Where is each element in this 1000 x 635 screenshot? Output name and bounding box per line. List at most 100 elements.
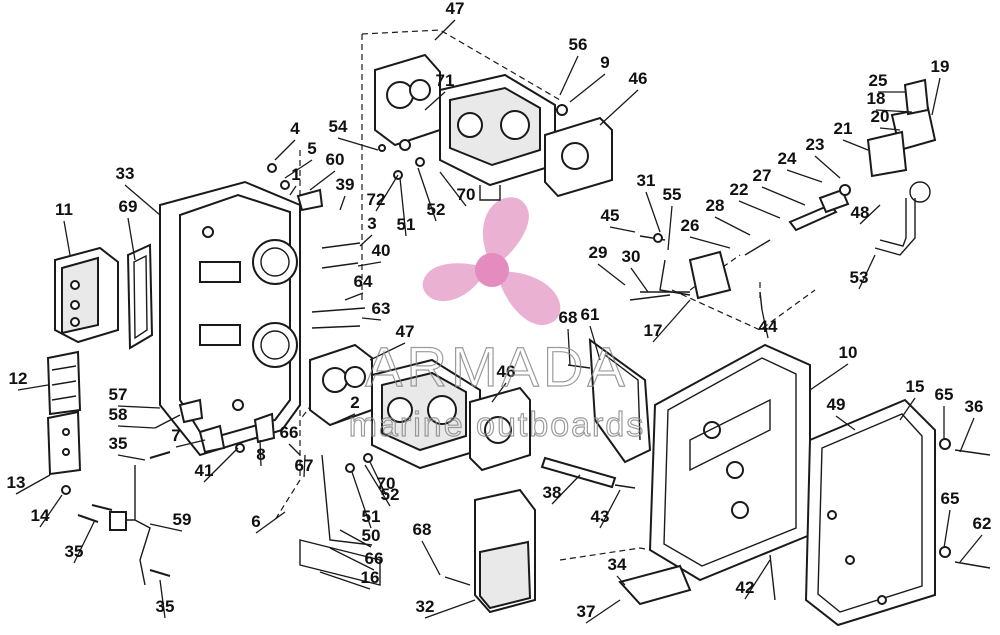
callout-leader bbox=[361, 317, 382, 321]
callout-leader bbox=[569, 73, 606, 103]
callout-leader bbox=[559, 55, 579, 96]
fuel-hose bbox=[874, 181, 931, 256]
part-callout-26: 26 bbox=[681, 216, 700, 235]
callout-leader bbox=[551, 474, 581, 505]
part-callout-50: 50 bbox=[362, 526, 381, 545]
fasteners bbox=[61, 104, 991, 606]
callout-leader bbox=[599, 489, 621, 529]
part-callout-23: 23 bbox=[806, 135, 825, 154]
intake-manifold bbox=[159, 180, 301, 457]
part-callout-53: 53 bbox=[850, 268, 869, 287]
part-callout-10: 10 bbox=[839, 343, 858, 362]
callout-leader bbox=[117, 405, 161, 409]
callout-leader bbox=[879, 127, 901, 131]
part-callout-55: 55 bbox=[663, 185, 682, 204]
callout-leader bbox=[124, 184, 161, 216]
callout-leader bbox=[351, 471, 372, 529]
part-callout-48: 48 bbox=[851, 203, 870, 222]
part-callout-56: 56 bbox=[569, 35, 588, 54]
part-callout-62: 62 bbox=[973, 514, 992, 533]
callout-leader bbox=[744, 559, 771, 600]
callout-leader bbox=[369, 342, 406, 361]
callout-leader bbox=[835, 415, 856, 431]
part-callout-45: 45 bbox=[601, 206, 620, 225]
part-callout-5: 5 bbox=[307, 139, 316, 158]
part-callout-9: 9 bbox=[600, 53, 609, 72]
carb-gasket-lower bbox=[309, 343, 373, 427]
part-callout-58: 58 bbox=[109, 405, 128, 424]
part-callout-22: 22 bbox=[730, 180, 749, 199]
callout-leader bbox=[369, 461, 387, 496]
callout-leader bbox=[15, 474, 51, 495]
callout-leader bbox=[344, 292, 364, 301]
part-callout-25: 25 bbox=[869, 71, 888, 90]
part-callout-61: 61 bbox=[581, 305, 600, 324]
part-callout-21: 21 bbox=[834, 119, 853, 138]
part-callout-69: 69 bbox=[119, 197, 138, 216]
choke-solenoid bbox=[640, 250, 732, 300]
part-callout-33: 33 bbox=[116, 164, 135, 183]
callout-leader bbox=[117, 454, 146, 461]
part-callout-52: 52 bbox=[381, 485, 400, 504]
callout-leader bbox=[17, 384, 49, 391]
callout-leader bbox=[73, 519, 96, 564]
part-callout-20: 20 bbox=[871, 107, 890, 126]
part-callout-68: 68 bbox=[559, 308, 578, 327]
callout-leader bbox=[303, 454, 306, 478]
callout-leader bbox=[943, 509, 951, 549]
part-callout-72: 72 bbox=[367, 190, 386, 209]
callout-leader bbox=[858, 254, 876, 290]
callout-leader bbox=[421, 540, 441, 576]
callout-leader bbox=[667, 205, 673, 251]
callout-leader bbox=[959, 417, 975, 453]
part-callout-42: 42 bbox=[736, 578, 755, 597]
reed-valve-block bbox=[54, 246, 119, 344]
propeller-icon bbox=[422, 197, 561, 325]
callout-leader bbox=[359, 234, 373, 247]
callout-leader bbox=[599, 89, 639, 126]
part-callout-36: 36 bbox=[965, 397, 984, 416]
part-callout-51: 51 bbox=[362, 507, 381, 526]
part-callout-19: 19 bbox=[931, 57, 950, 76]
callout-leader bbox=[274, 139, 296, 161]
fuel-pump bbox=[866, 78, 937, 178]
part-callout-16: 16 bbox=[361, 568, 380, 587]
part-callout-2: 2 bbox=[350, 393, 359, 412]
part-callout-15: 15 bbox=[906, 377, 925, 396]
part-callout-44: 44 bbox=[759, 317, 778, 336]
part-callout-59: 59 bbox=[173, 510, 192, 529]
callout-leader bbox=[339, 195, 346, 211]
exhaust-cover bbox=[804, 398, 936, 627]
part-callout-17: 17 bbox=[644, 321, 663, 340]
callout-leader bbox=[289, 185, 297, 196]
callout-leader bbox=[761, 309, 769, 339]
part-callout-14: 14 bbox=[31, 506, 50, 525]
callout-leader bbox=[899, 397, 916, 421]
part-callout-29: 29 bbox=[589, 243, 608, 262]
part-callout-68: 68 bbox=[413, 520, 432, 539]
callout-leader bbox=[63, 220, 71, 256]
part-callout-65: 65 bbox=[941, 489, 960, 508]
brand-name: ARMADA bbox=[365, 335, 629, 398]
callout-leader bbox=[337, 137, 379, 151]
callout-leader bbox=[417, 167, 437, 222]
part-callout-65: 65 bbox=[935, 385, 954, 404]
part-callout-8: 8 bbox=[256, 445, 265, 464]
part-callout-39: 39 bbox=[336, 175, 355, 194]
carb-bracket bbox=[588, 337, 652, 464]
part-callout-35: 35 bbox=[109, 434, 128, 453]
callout-leader bbox=[652, 299, 691, 343]
callout-leader bbox=[616, 575, 626, 586]
throttle-shaft bbox=[540, 456, 617, 489]
part-callout-24: 24 bbox=[778, 149, 797, 168]
callout-leader bbox=[491, 382, 507, 403]
callout-leader bbox=[875, 109, 913, 113]
part-callout-47: 47 bbox=[446, 0, 465, 18]
callout-leader bbox=[127, 217, 136, 261]
part-callout-30: 30 bbox=[622, 247, 641, 266]
callout-leader bbox=[399, 177, 407, 237]
carb-gasket-upper bbox=[374, 53, 441, 147]
part-callout-4: 4 bbox=[290, 119, 300, 138]
carburetor-lower bbox=[371, 358, 481, 470]
